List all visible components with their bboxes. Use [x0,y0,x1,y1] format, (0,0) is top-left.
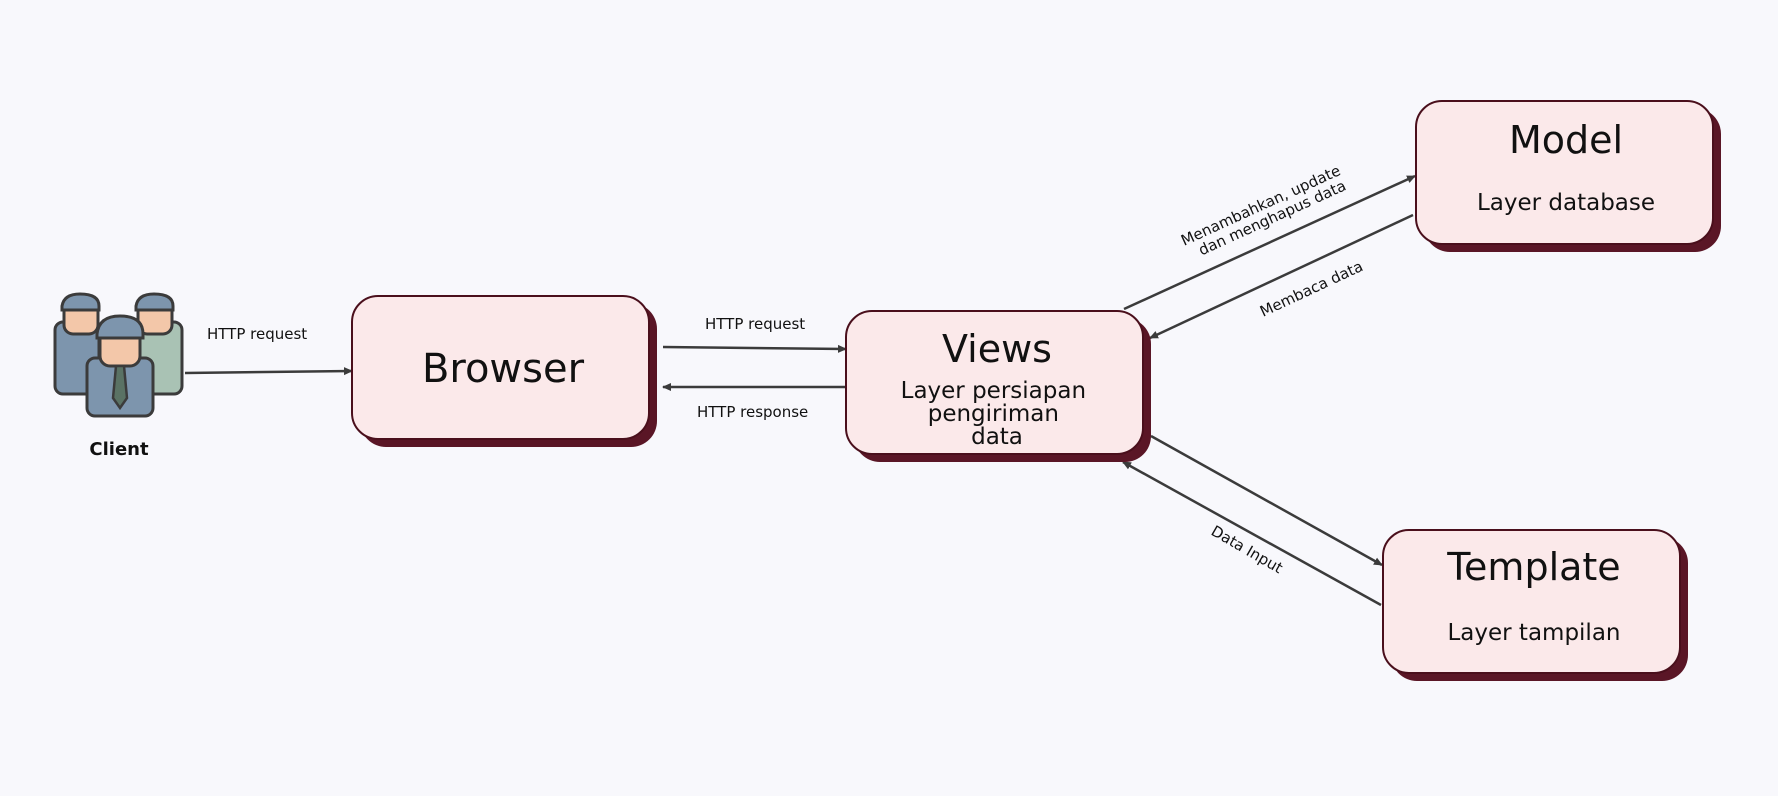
views-node-title: Views [942,327,1052,371]
arrow-template-to-views [1122,460,1382,607]
edge-label-http-response: HTTP response [697,403,808,421]
views-node-subtitle: Layer persiapan pengiriman data [901,378,1094,450]
arrow-views-to-template [1150,434,1383,567]
template-node-subtitle: Layer tampilan [1447,620,1620,646]
edge-label-read-data: Membaca data [1257,257,1366,320]
browser-node-box [351,295,650,440]
arrow-views-to-model [1123,174,1416,311]
model-node-box [1415,100,1714,245]
arrow-client-to-browser [184,367,353,376]
edge-label-browser-http-request: HTTP request [705,315,805,333]
model-node: Model Layer database [1415,100,1721,252]
edge-label-client-http-request: HTTP request [207,325,307,343]
person-back-left-icon [53,292,101,396]
arrow-browser-to-views [662,344,847,353]
views-node-subtitle-line-1: Layer persiapan [901,378,1086,404]
views-node-subtitle-line-3: data [971,424,1023,450]
browser-node: Browser [351,295,657,447]
person-front-icon [85,314,155,418]
model-node-subtitle: Layer database [1477,190,1655,216]
people-group-icon [53,292,184,418]
template-node-box [1382,529,1681,674]
edge-label-add-update-delete: Menambahkan, update dan menghapus data [1178,159,1354,264]
client-label: Client [89,439,149,460]
views-node-box [845,310,1144,455]
model-node-title: Model [1509,118,1623,162]
template-node-title: Template [1446,545,1620,589]
arrow-model-to-views [1149,213,1414,340]
views-node-subtitle-line-2: pengiriman [928,401,1059,427]
browser-node-title: Browser [422,346,585,392]
template-node: Template Layer tampilan [1382,529,1688,681]
views-node: Views Layer persiapan pengiriman data [845,310,1151,462]
